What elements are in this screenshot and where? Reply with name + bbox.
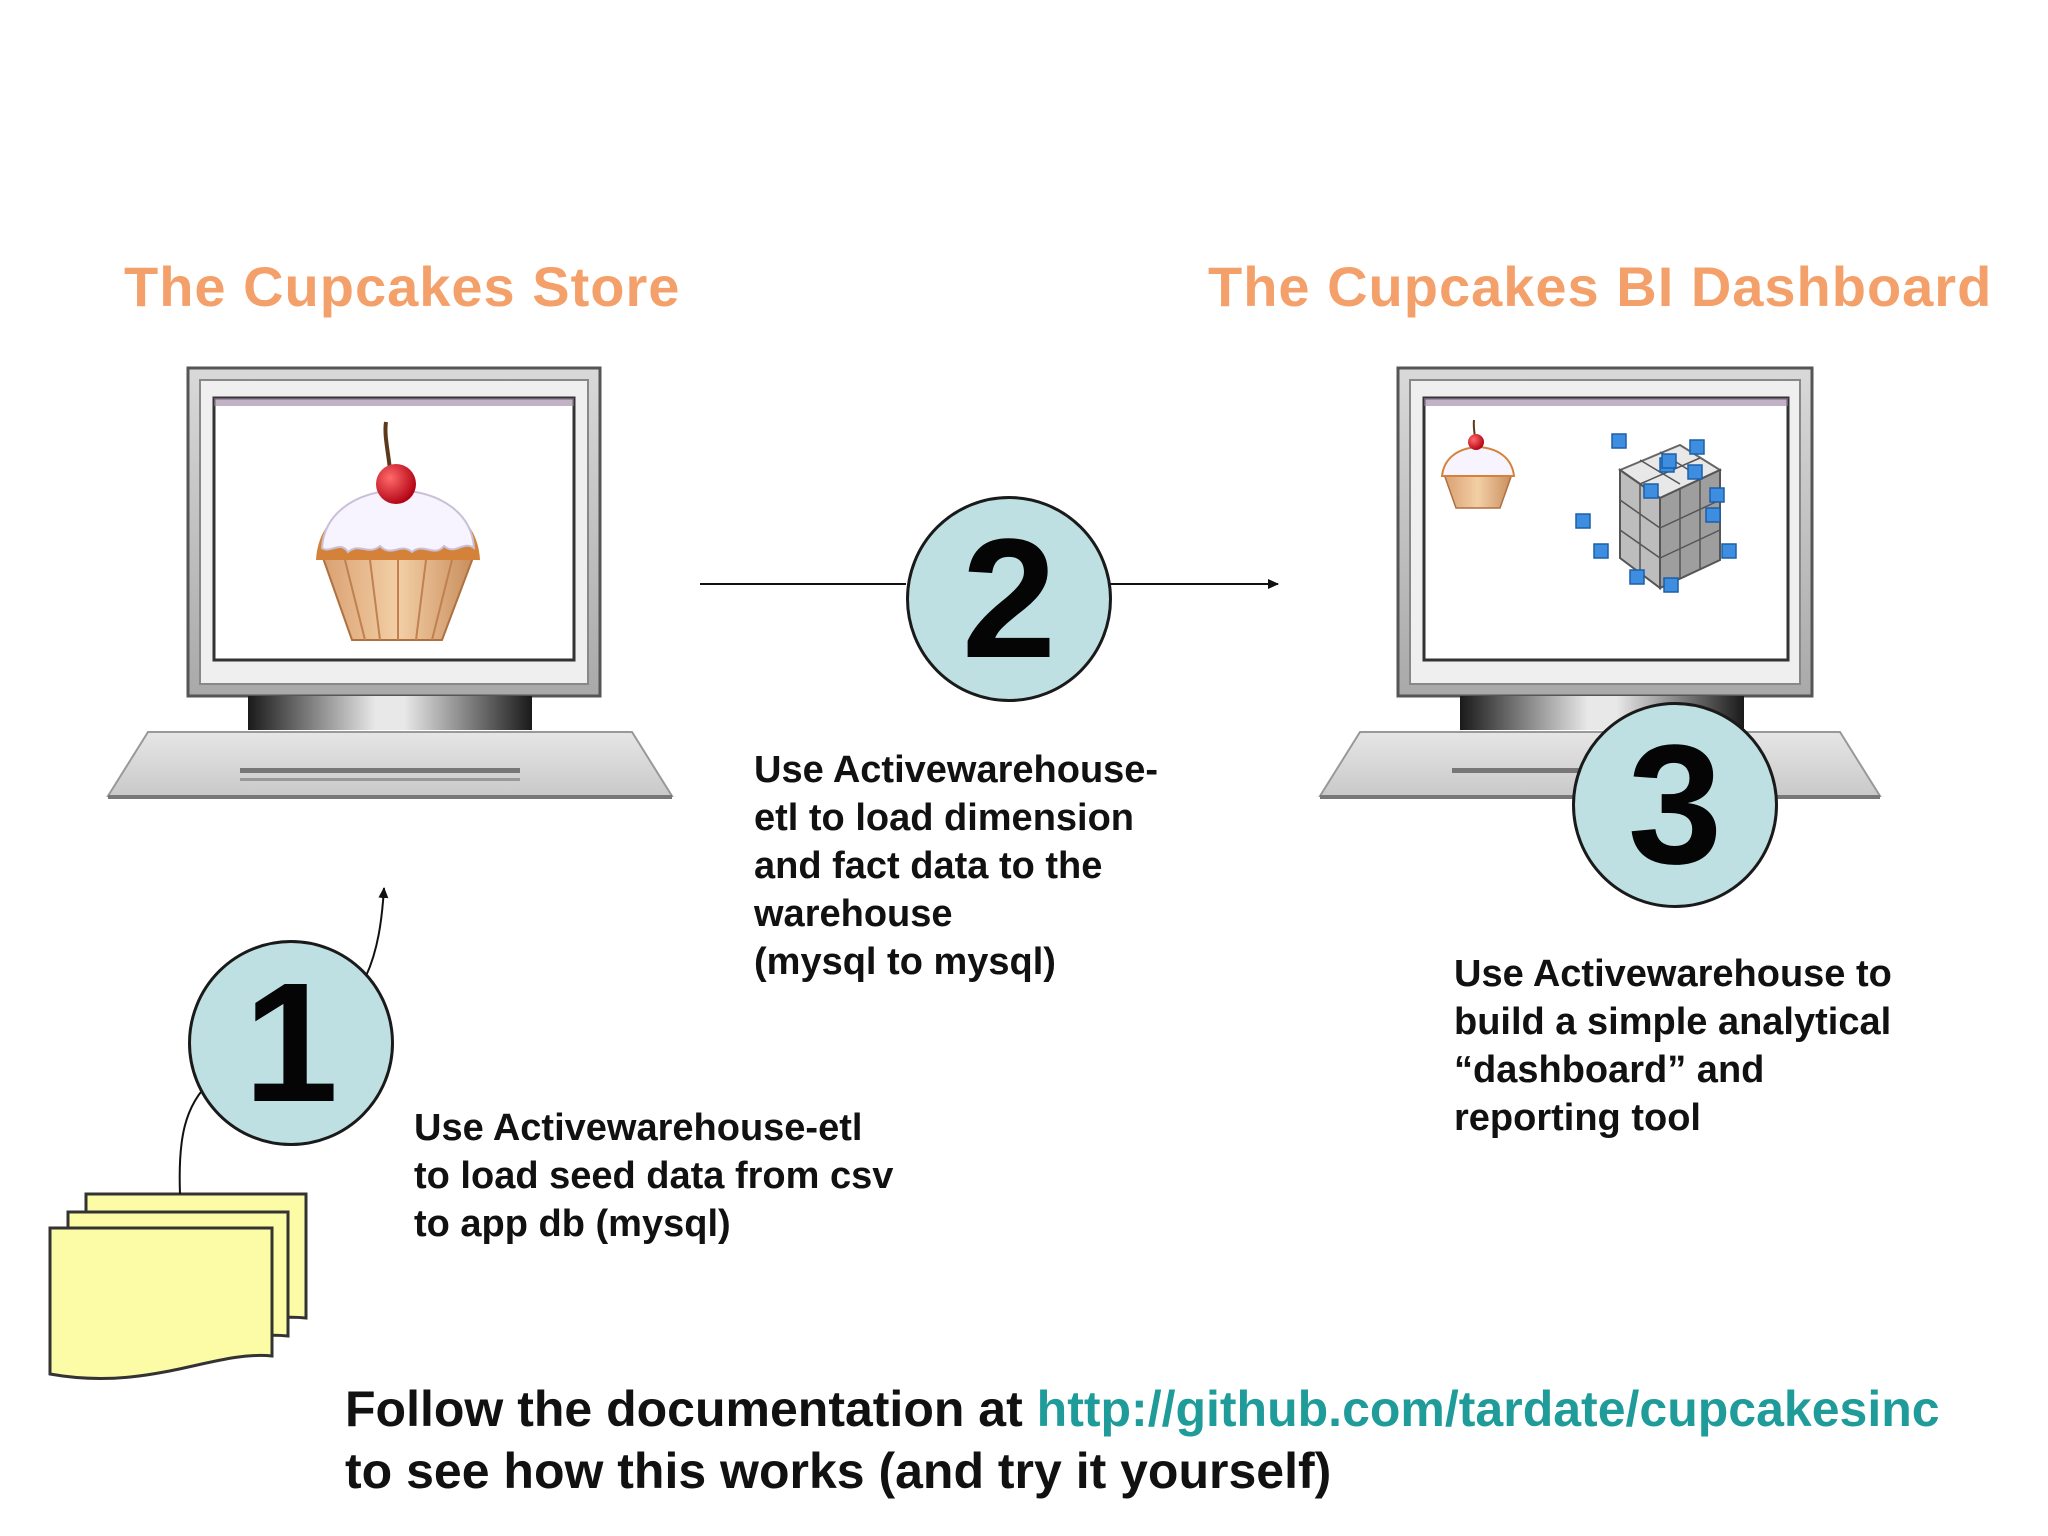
cube-icon bbox=[1575, 433, 1737, 593]
step-3-line: “dashboard” and bbox=[1454, 1049, 1765, 1091]
step-3-badge: 3 bbox=[1572, 702, 1778, 908]
step-2-line: (mysql to mysql) bbox=[754, 941, 1056, 983]
step-3-description: Use Activewarehouse to build a simple an… bbox=[1454, 950, 1892, 1142]
cupcake-icon bbox=[316, 421, 480, 641]
step-2-line: and fact data to the bbox=[754, 845, 1103, 887]
step-2-badge: 2 bbox=[906, 496, 1112, 702]
step-1-line: Use Activewarehouse-etl bbox=[414, 1107, 863, 1149]
heading-store: The Cupcakes Store bbox=[124, 255, 681, 318]
footer-line-2: to see how this works (and try it yourse… bbox=[345, 1443, 1332, 1499]
cupcake-icon-small bbox=[1440, 419, 1516, 509]
step-3-line: reporting tool bbox=[1454, 1097, 1701, 1139]
step-1-description: Use Activewarehouse-etl to load seed dat… bbox=[414, 1104, 893, 1248]
step-2-line: etl to load dimension bbox=[754, 797, 1135, 839]
footer-line-1: Follow the documentation at http://githu… bbox=[345, 1378, 1940, 1440]
step-2-line: Use Activewarehouse- bbox=[754, 749, 1159, 791]
step-3-line: build a simple analytical bbox=[1454, 1001, 1892, 1043]
step-1-line: to app db (mysql) bbox=[414, 1203, 731, 1245]
step-1-badge: 1 bbox=[188, 940, 394, 1146]
step-3-line: Use Activewarehouse to bbox=[1454, 953, 1892, 995]
footer-note: Follow the documentation at http://githu… bbox=[345, 1378, 1940, 1502]
documentation-link[interactable]: http://github.com/tardate/cupcakesinc bbox=[1036, 1381, 1940, 1437]
heading-dashboard: The Cupcakes BI Dashboard bbox=[1208, 255, 1993, 318]
computer-icon-dashboard bbox=[1318, 366, 1882, 799]
documents-icon bbox=[48, 1192, 308, 1381]
step-2-description: Use Activewarehouse- etl to load dimensi… bbox=[754, 746, 1158, 986]
step-2-line: warehouse bbox=[754, 893, 953, 935]
step-1-line: to load seed data from csv bbox=[414, 1155, 894, 1197]
footer-prefix: Follow the documentation at bbox=[345, 1381, 1037, 1437]
